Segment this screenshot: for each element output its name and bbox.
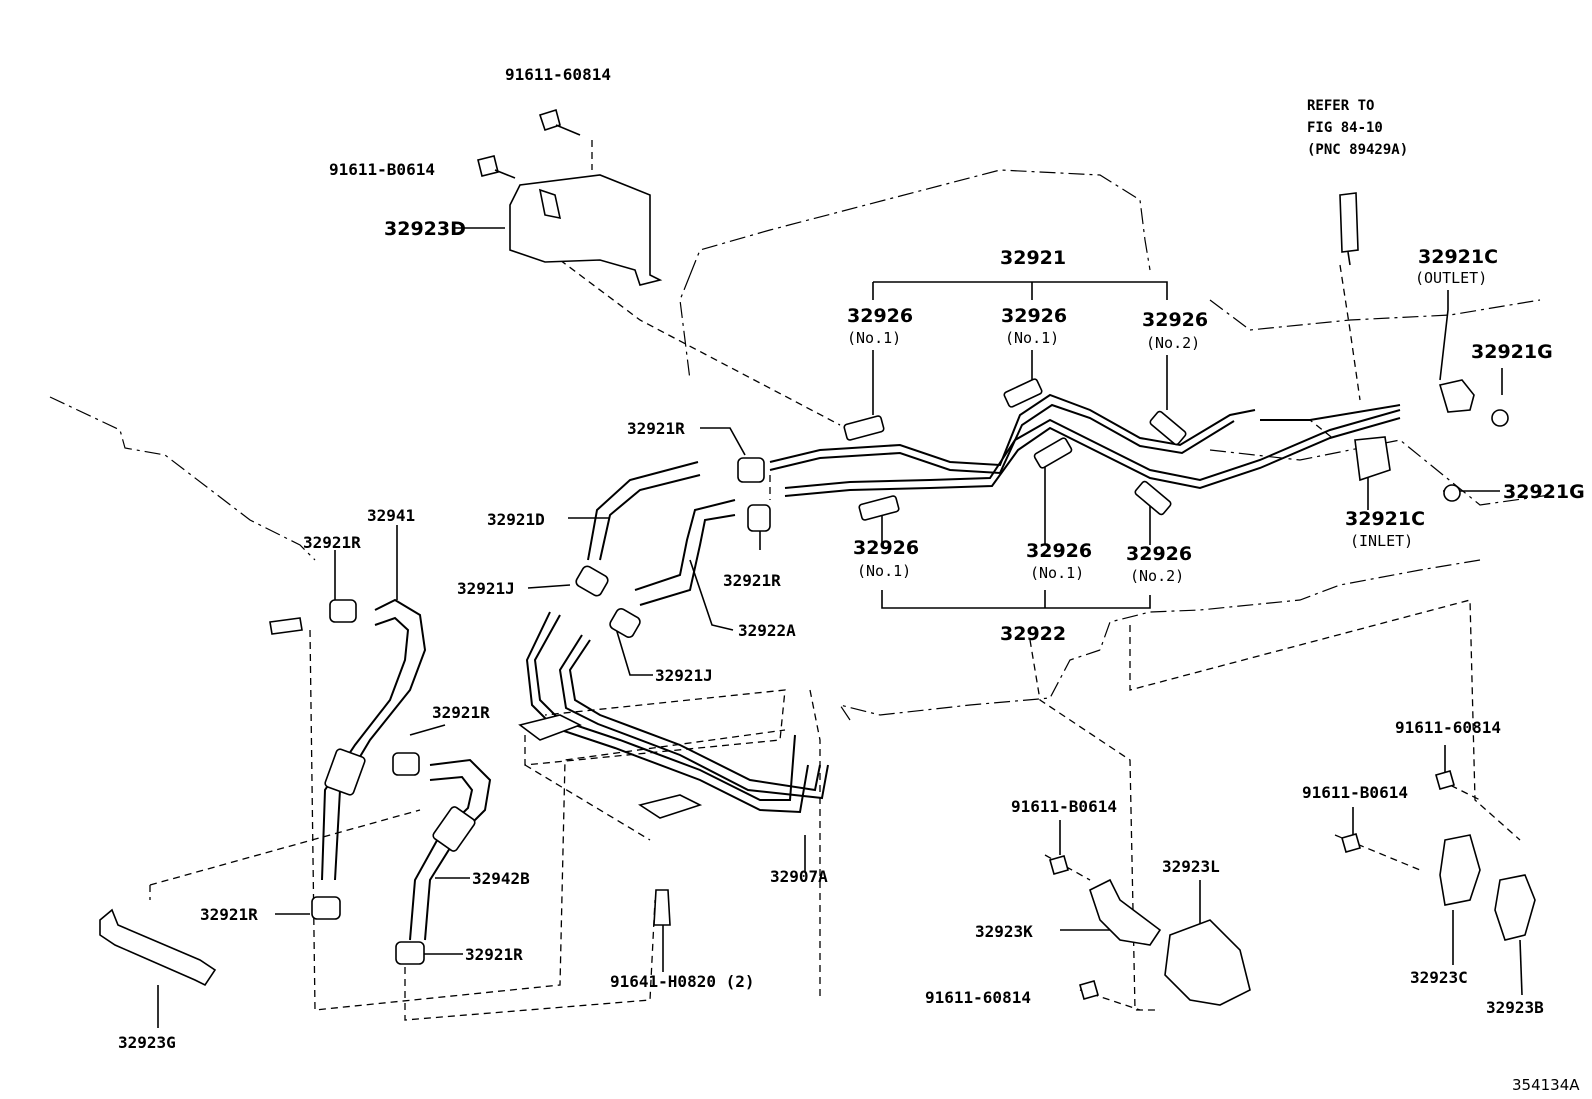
label-clip-r6: 32921R [465, 945, 523, 964]
label-hose-b2: 32926 [1026, 540, 1092, 562]
figure-id: 354134A [1512, 1076, 1580, 1094]
label-tube-set-upper: 32921 [1000, 247, 1066, 269]
dashed-leaders [149, 140, 1521, 1021]
label-clip-r3: 32921R [303, 533, 361, 552]
label-bracket-k: 32923K [975, 922, 1033, 941]
label-hose-a2: 32926 [1001, 305, 1067, 327]
label-union-outlet-sub: (OUTLET) [1415, 269, 1487, 287]
label-hose-b3: 32926 [1126, 543, 1192, 565]
label-union-inlet-sub: (INLET) [1350, 532, 1413, 550]
label-clip-r2: 32921R [723, 571, 781, 590]
label-hose-d: 32921D [487, 510, 545, 529]
label-bolt-right1: 91611-60814 [1395, 718, 1501, 737]
tube-32907a [518, 611, 829, 819]
label-hose-a3-sub: (No.2) [1146, 334, 1200, 352]
label-hose-42b: 32942B [472, 869, 530, 888]
label-hose-b2-sub: (No.1) [1030, 564, 1084, 582]
label-refer-2: FIG 84-10 [1307, 120, 1383, 136]
label-bolt-mid1: 91611-B0614 [1011, 797, 1117, 816]
brackets [99, 108, 1536, 1006]
label-bracket-d: 32923D [384, 218, 466, 240]
part-labels: 91611-60814 91611-B0614 32923D REFER TO … [118, 65, 1585, 1094]
label-refer-3: (PNC 89429A) [1307, 142, 1408, 158]
label-refer-1: REFER TO [1307, 98, 1374, 114]
phantom-outlines [49, 169, 1551, 721]
label-clip-j1: 32921J [457, 579, 515, 598]
label-hose-b1: 32926 [853, 537, 919, 559]
label-clip-r5: 32921R [200, 905, 258, 924]
label-clip-r1: 32921R [627, 419, 685, 438]
hoses [321, 461, 736, 941]
label-union-inlet: 32921C [1345, 508, 1425, 530]
label-bracket-b: 32923B [1486, 998, 1544, 1017]
label-hose-b1-sub: (No.1) [857, 562, 911, 580]
label-bracket-c: 32923C [1410, 968, 1468, 987]
label-bolt-top: 91611-60814 [505, 65, 611, 84]
label-bolt-right2: 91611-B0614 [1302, 783, 1408, 802]
label-bolt-top2: 91611-B0614 [329, 160, 435, 179]
clips [269, 378, 1187, 965]
label-leaders [157, 227, 1523, 1028]
tube-assembly [769, 393, 1401, 497]
label-hose-a1: 32926 [847, 305, 913, 327]
label-gasket-1: 32921G [1471, 341, 1553, 363]
label-bolt-mid2: 91611-60814 [925, 988, 1031, 1007]
label-tube-set-lower: 32922 [1000, 623, 1066, 645]
label-bracket-g: 32923G [118, 1033, 176, 1052]
label-gasket-2: 32921G [1503, 481, 1585, 503]
label-tube-07a: 32907A [770, 867, 828, 886]
label-union-outlet: 32921C [1418, 246, 1498, 268]
label-hose-b3-sub: (No.2) [1130, 567, 1184, 585]
label-bracket-l: 32923L [1162, 857, 1220, 876]
label-stud: 91641-H0820 (2) [610, 972, 755, 991]
label-hose-a2-sub: (No.1) [1005, 329, 1059, 347]
label-hose-a3: 32926 [1142, 309, 1208, 331]
label-hose-a1-sub: (No.1) [847, 329, 901, 347]
label-hose-41: 32941 [367, 506, 415, 525]
label-clip-r4: 32921R [432, 703, 490, 722]
label-clip-j2: 32921J [655, 666, 713, 685]
label-hose-22a: 32922A [738, 621, 796, 640]
